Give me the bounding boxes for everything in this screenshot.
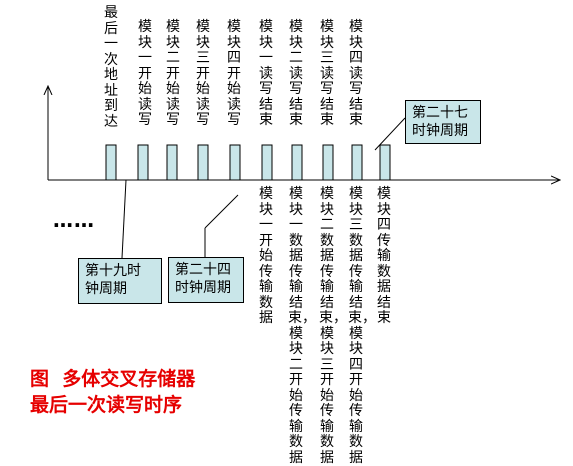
caption-line-2: 最后一次读写时序 bbox=[30, 394, 183, 416]
label-m3-start-rw: 模块三开始读写 bbox=[196, 19, 210, 128]
label-m1-end-m2-start: 模块一数据传输结束，模块二开始传输数据 bbox=[288, 186, 316, 466]
pulse-2 bbox=[137, 144, 149, 181]
label-m2-end-m3-start: 模块二数据传输结束，模块三开始传输数据 bbox=[319, 186, 347, 466]
ellipsis: …… bbox=[53, 208, 95, 232]
label-m4-start-rw: 模块四开始读写 bbox=[227, 19, 241, 128]
label-m3-end-rw: 模块三读写结束 bbox=[320, 19, 334, 128]
label-m4-end-transfer: 模块四传输数据结束 bbox=[377, 186, 391, 326]
label-m3-end-m4-start: 模块三数据传输结束，模块四开始传输数据 bbox=[348, 186, 376, 466]
label-last-address: 最后一次地址到达 bbox=[104, 5, 118, 130]
pulse-9 bbox=[351, 144, 363, 181]
label-m1-start-transfer: 模块一开始传输数据 bbox=[259, 186, 273, 326]
leader-c27 bbox=[374, 117, 406, 151]
pulse-1 bbox=[105, 144, 117, 181]
label-m2-start-rw: 模块二开始读写 bbox=[166, 19, 180, 128]
callout-cycle-27: 第二十七 时钟周期 bbox=[405, 100, 481, 144]
callout-cycle-24: 第二十四 时钟周期 bbox=[168, 257, 244, 303]
leader-c19 bbox=[121, 179, 127, 259]
figure-caption: 图 多体交叉存储器 最后一次读写时序 bbox=[30, 366, 195, 418]
label-m1-end-rw: 模块一读写结束 bbox=[259, 19, 273, 128]
pulse-5 bbox=[229, 144, 241, 181]
label-m4-end-rw: 模块四读写结束 bbox=[349, 19, 363, 128]
caption-line-1: 图 多体交叉存储器 bbox=[30, 368, 196, 390]
callout-cycle-19: 第十九时 钟周期 bbox=[78, 258, 162, 304]
pulse-8 bbox=[322, 144, 334, 181]
pulse-4 bbox=[197, 144, 209, 181]
pulse-3 bbox=[166, 144, 178, 181]
pulse-7 bbox=[291, 144, 303, 181]
pulse-6 bbox=[261, 144, 273, 181]
leader-c24 bbox=[204, 194, 239, 229]
pulse-10 bbox=[379, 144, 391, 181]
label-m1-start-rw: 模块一开始读写 bbox=[138, 19, 152, 128]
label-m2-end-rw: 模块二读写结束 bbox=[289, 19, 303, 128]
